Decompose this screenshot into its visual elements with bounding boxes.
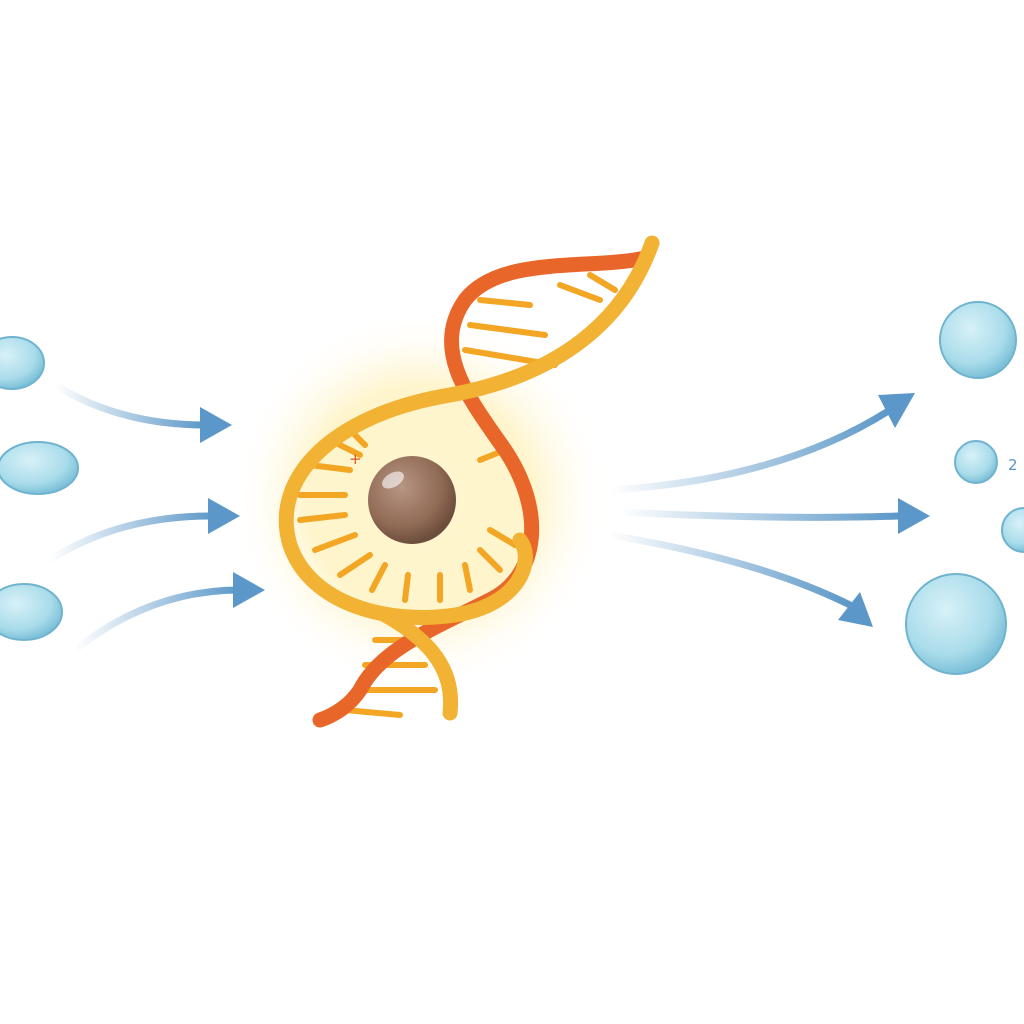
droplet <box>1001 507 1024 553</box>
input-droplets <box>0 336 79 641</box>
output-arrows <box>606 406 904 609</box>
count-label: 2 <box>1008 456 1018 474</box>
droplet <box>954 440 998 484</box>
input-arrows <box>46 381 244 654</box>
arrowhead-icon <box>233 572 265 608</box>
arrow-icon <box>51 381 209 429</box>
droplet <box>905 573 1007 675</box>
arrowhead-icon <box>208 498 240 534</box>
output-droplets <box>905 301 1024 675</box>
droplet <box>0 583 63 641</box>
central-molecule <box>368 456 456 544</box>
arrowhead-icon <box>200 407 232 443</box>
helix-strand-yellow-tail <box>377 607 459 721</box>
droplet <box>0 441 79 495</box>
arrow-icon <box>616 508 904 521</box>
arrowhead-icon <box>898 498 930 534</box>
arrow-icon <box>71 586 244 654</box>
arrow-icon <box>606 531 854 609</box>
plus-label: + <box>349 450 362 468</box>
arrow-icon <box>46 512 219 564</box>
arrow-icon <box>606 406 894 494</box>
droplet <box>0 336 45 390</box>
helix-strand-orange <box>312 250 653 728</box>
droplet <box>939 301 1017 379</box>
helix-strand-yellow <box>278 235 660 625</box>
arrowhead-icon <box>838 592 873 627</box>
arrowhead-icon <box>878 393 915 428</box>
